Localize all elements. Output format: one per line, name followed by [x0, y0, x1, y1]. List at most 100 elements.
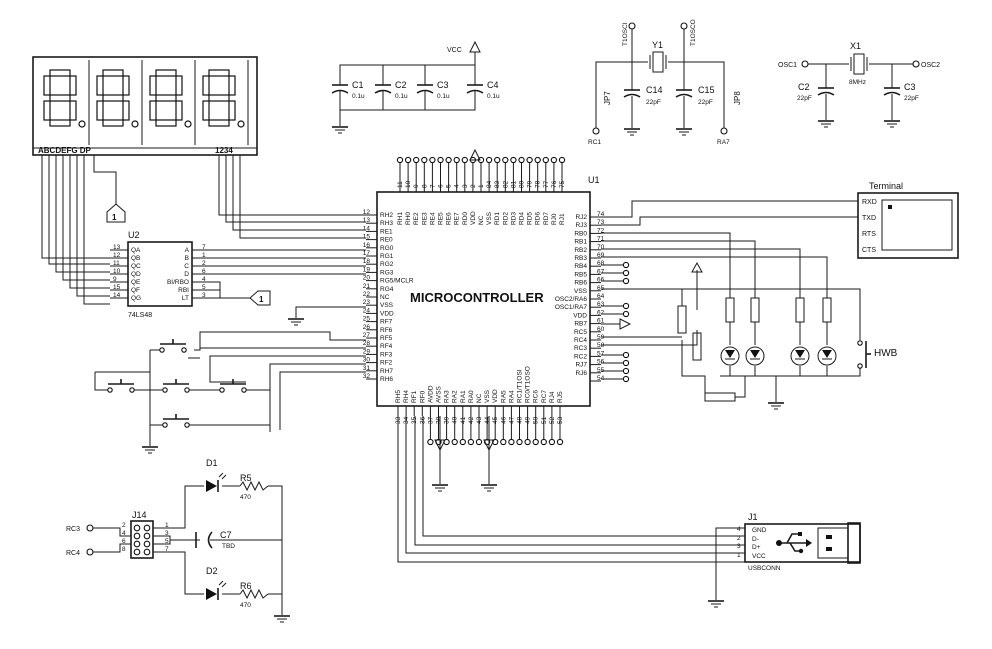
mcu-pin-num: 67	[597, 268, 605, 275]
svg-text:0.1u: 0.1u	[487, 93, 500, 100]
mcu-pin-name: RJ6	[575, 370, 587, 377]
svg-text:22pF: 22pF	[646, 99, 661, 106]
led-d1	[206, 472, 227, 492]
y1-label: Y1	[652, 40, 663, 50]
svg-text:0.1u: 0.1u	[437, 93, 450, 100]
flag-marker-right: 1	[249, 290, 271, 306]
mcu-pin-name: RF3	[380, 351, 393, 358]
mcu-pin-num: 84	[486, 180, 493, 188]
pushbutton-switches	[94, 331, 366, 446]
mcu-pin-num: 29	[363, 348, 371, 355]
u2-pin-name: A	[185, 247, 190, 254]
resistor	[795, 297, 805, 323]
mcu-pin-num: 5	[446, 184, 453, 188]
mcu-pin-name: RJ2	[575, 214, 587, 221]
svg-text:C1: C1	[352, 80, 364, 90]
mcu-pin-name: RF5	[380, 335, 393, 342]
svg-text:JP8: JP8	[733, 91, 742, 105]
u2-pin-name: BI/RBO	[167, 279, 189, 286]
resistor	[677, 305, 687, 334]
mcu-pin-num: 71	[597, 236, 605, 243]
mcu-pin-name: RF4	[380, 343, 393, 350]
mcu-pin-name: RJ5	[557, 391, 564, 403]
mcu-pin-name: RG3	[380, 269, 394, 276]
capacitor-c4: C40.1u	[466, 80, 500, 100]
mcu-pin-name: RB2	[574, 247, 587, 254]
svg-text:X1: X1	[850, 41, 861, 51]
mcu-pin-num: 56	[597, 359, 605, 366]
u2-pin-num: 10	[113, 268, 121, 275]
mcu-pin-num: 34	[403, 416, 410, 424]
usb-connector-j1: J1 USBCONN GND D- D+ VCC 4 2 3 1	[737, 512, 861, 572]
svg-text:RC4: RC4	[66, 550, 80, 557]
mcu-pin-name: RD2	[502, 212, 509, 225]
mcu-pin-num: 3	[462, 184, 469, 188]
mcu-pin-num: 24	[363, 307, 371, 314]
svg-text:VCC: VCC	[752, 553, 766, 560]
u2-pin-num: 15	[113, 284, 121, 291]
mcu-pin-num: 81	[510, 180, 517, 188]
mcu-pin-name: RA1	[460, 390, 467, 403]
svg-text:D+: D+	[752, 544, 761, 551]
mcu-pin-name: RC4	[574, 337, 587, 344]
mcu-pin-name: RE5	[438, 212, 445, 225]
svg-text:JP7: JP7	[603, 91, 612, 105]
mcu-pin-num: 28	[363, 340, 371, 347]
u2-pin-num: 2	[202, 260, 206, 267]
ground-icon	[676, 128, 692, 136]
u2-pin-num: 5	[202, 284, 206, 291]
svg-text:C3: C3	[437, 80, 449, 90]
mcu-pin-name: RD6	[535, 212, 542, 225]
mcu-pin-name: RD7	[543, 212, 550, 225]
u2-pin-num: 7	[202, 244, 206, 251]
mcu-pin-name: RE7	[454, 212, 461, 225]
svg-text:T1OSCI: T1OSCI	[622, 22, 629, 46]
mcu-pin-num: 14	[363, 225, 371, 232]
mcu-pin-num: 37	[427, 416, 434, 424]
display-wires	[41, 155, 366, 305]
mcu-pin-num: 77	[543, 180, 550, 188]
mcu-pin-name: RE6	[446, 212, 453, 225]
vdd-arrow-icon	[619, 318, 632, 330]
mcu-pin-name: RC1/T1OSI	[517, 369, 524, 403]
mcu-pin-num: 54	[597, 375, 605, 382]
j14-pin-num: 2	[122, 522, 126, 529]
flag-marker-top: 1	[106, 203, 126, 223]
mcu-pin-num: 12	[363, 209, 371, 216]
crystal-y1-circuit: T1OSCI T1OSCO Y1 JP7 JP8 RC1 RA7 C14 22p…	[588, 19, 742, 146]
mcu-pin-name: RJ0	[551, 213, 558, 225]
mcu-pin-name: RJ4	[549, 391, 556, 403]
mcu-pin-num: 2	[470, 184, 477, 188]
mcu-pin-name: RD4	[519, 212, 526, 225]
mcu-pin-num: 61	[597, 318, 605, 325]
svg-text:GND: GND	[752, 527, 767, 534]
mcu-pin-name: RB6	[574, 280, 587, 287]
mcu-pin-num: 38	[436, 416, 443, 424]
mcu-pin-num: 66	[597, 277, 605, 284]
mcu-pin-name: RC2	[574, 353, 587, 360]
mcu-pin-num: 51	[541, 416, 548, 424]
mcu-pin-name: OSC2/RA6	[555, 296, 588, 303]
mcu-pin-num: 27	[363, 332, 371, 339]
mcu-pin-name: RG0	[380, 245, 394, 252]
capacitor-c1: C10.1u	[331, 80, 365, 100]
mcu-pin-num: 78	[535, 180, 542, 188]
ground-icon	[432, 484, 448, 492]
mcu-pin-num: 46	[500, 416, 507, 424]
mcu-pin-name: RB7	[574, 321, 587, 328]
gnd-arrow-icon	[434, 439, 446, 452]
mcu-pin-num: 62	[597, 309, 605, 316]
mcu-pin-num: 8	[421, 184, 428, 188]
mcu-pin-name: RG5/MCLR	[380, 278, 414, 285]
resistor-r6	[239, 588, 269, 600]
u2-pin-num: 6	[202, 268, 206, 275]
mcu-pin-name: VSS	[484, 389, 491, 403]
mcu-pin-name: RD1	[494, 212, 501, 225]
mcu-pin-num: 49	[525, 416, 532, 424]
mcu-pin-num: 80	[519, 180, 526, 188]
mcu-pin-num: 42	[468, 416, 475, 424]
u2-pin-name: QD	[131, 271, 141, 278]
u2-pin-name: QF	[131, 287, 140, 294]
pushbutton-switch	[219, 379, 247, 393]
